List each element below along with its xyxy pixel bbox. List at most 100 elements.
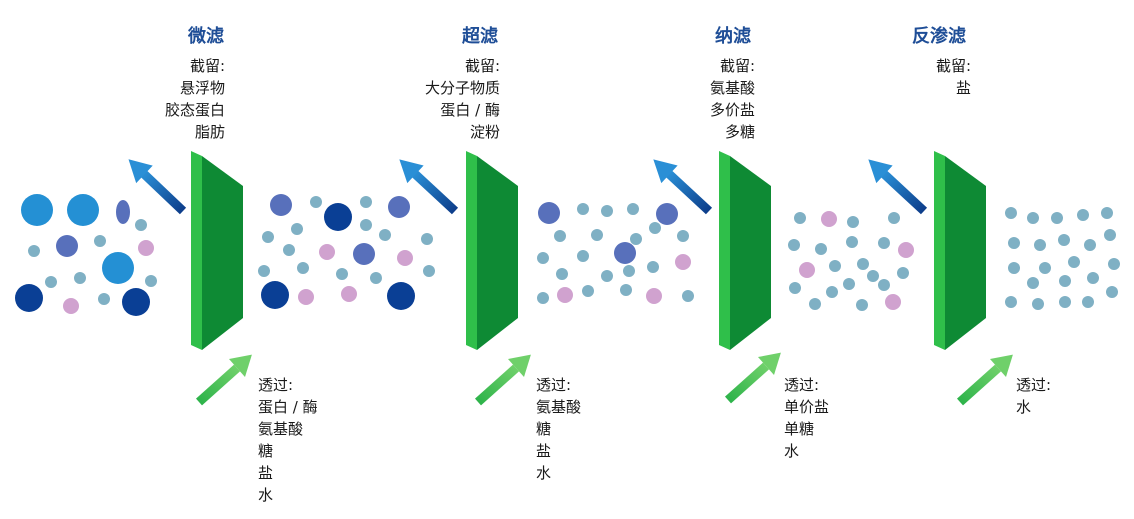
particle	[341, 286, 357, 302]
particle	[646, 288, 662, 304]
particle	[601, 270, 613, 282]
passed-list-microfiltration: 透过: 蛋白 / 酶 氨基酸 糖 盐 水	[258, 374, 318, 506]
particle	[1059, 275, 1071, 287]
particle	[270, 194, 292, 216]
particle	[298, 289, 314, 305]
arrow-head	[757, 352, 781, 375]
particle	[94, 235, 106, 247]
particle	[794, 212, 806, 224]
passed-arrow	[474, 354, 531, 406]
retained-item: 盐	[955, 79, 971, 97]
particle	[538, 202, 560, 224]
pass-label: 透过:	[784, 376, 820, 394]
arrow-shaft	[664, 169, 713, 215]
passed-item: 氨基酸	[536, 398, 582, 416]
particle	[360, 219, 372, 231]
passed-list-nanofiltration: 透过: 单价盐 单糖 水	[784, 374, 829, 462]
membrane-side	[466, 151, 477, 350]
particle	[554, 230, 566, 242]
particle	[28, 245, 40, 257]
particle	[1032, 298, 1044, 310]
particle	[799, 262, 815, 278]
particle	[829, 260, 841, 272]
particle	[258, 265, 270, 277]
arrows-layer	[128, 159, 1013, 406]
retained-arrow	[653, 159, 713, 215]
retained-arrow	[868, 159, 928, 215]
particle	[1087, 272, 1099, 284]
particle	[809, 298, 821, 310]
particle	[897, 267, 909, 279]
particle	[815, 243, 827, 255]
particle	[885, 294, 901, 310]
particle	[1005, 207, 1017, 219]
retained-arrow	[399, 159, 459, 215]
particle	[387, 282, 415, 310]
particle	[557, 287, 573, 303]
particle	[647, 261, 659, 273]
retain-label: 截留:	[719, 57, 755, 75]
particle	[116, 200, 130, 224]
retained-list-nanofiltration: 截留: 氨基酸 多价盐 多糖	[710, 55, 755, 143]
retained-item: 多糖	[724, 123, 755, 141]
particle	[291, 223, 303, 235]
retained-item: 多价盐	[709, 101, 755, 119]
arrow-shaft	[956, 364, 1002, 406]
particle	[623, 265, 635, 277]
particle	[1082, 296, 1094, 308]
particle	[898, 242, 914, 258]
particle	[297, 262, 309, 274]
particle	[1059, 296, 1071, 308]
passed-item: 蛋白 / 酶	[258, 398, 318, 416]
particle	[1068, 256, 1080, 268]
particle	[56, 235, 78, 257]
particle	[675, 254, 691, 270]
passed-item: 糖	[258, 442, 274, 460]
particle	[1027, 277, 1039, 289]
passed-arrow	[956, 354, 1013, 406]
particle	[682, 290, 694, 302]
stage-title-ultrafiltration: 超滤	[462, 26, 498, 47]
stage-title-reverse-osmosis: 反渗滤	[912, 26, 966, 47]
particle	[788, 239, 800, 251]
passed-item: 水	[258, 486, 274, 504]
membrane-face	[477, 156, 518, 350]
retained-item: 脂肪	[194, 123, 225, 141]
particle	[423, 265, 435, 277]
particle	[74, 272, 86, 284]
particle	[1058, 234, 1070, 246]
particle	[656, 203, 678, 225]
particle	[102, 252, 134, 284]
retained-list-reverse-osmosis: 截留: 盐	[936, 55, 971, 99]
particle	[537, 292, 549, 304]
arrow-head	[653, 159, 678, 184]
particle	[283, 244, 295, 256]
arrow-head	[399, 159, 424, 184]
pass-label: 透过:	[536, 376, 572, 394]
pass-label: 透过:	[1016, 376, 1052, 394]
particle	[1051, 212, 1063, 224]
particle	[821, 211, 837, 227]
arrow-head	[507, 354, 531, 377]
membrane-face	[945, 156, 986, 350]
particle	[1034, 239, 1046, 251]
particle	[63, 298, 79, 314]
arrow-shaft	[724, 362, 770, 404]
particle	[1077, 209, 1089, 221]
particle	[1039, 262, 1051, 274]
retain-label: 截留:	[189, 57, 225, 75]
particle	[1106, 286, 1118, 298]
particle	[388, 196, 410, 218]
particle	[1027, 212, 1039, 224]
particle	[67, 194, 99, 226]
particle	[1101, 207, 1113, 219]
particle	[856, 299, 868, 311]
particle	[353, 243, 375, 265]
particle	[15, 284, 43, 312]
particle	[310, 196, 322, 208]
arrow-shaft	[195, 364, 241, 406]
particle	[627, 203, 639, 215]
particle	[1104, 229, 1116, 241]
retained-item: 淀粉	[469, 123, 500, 141]
